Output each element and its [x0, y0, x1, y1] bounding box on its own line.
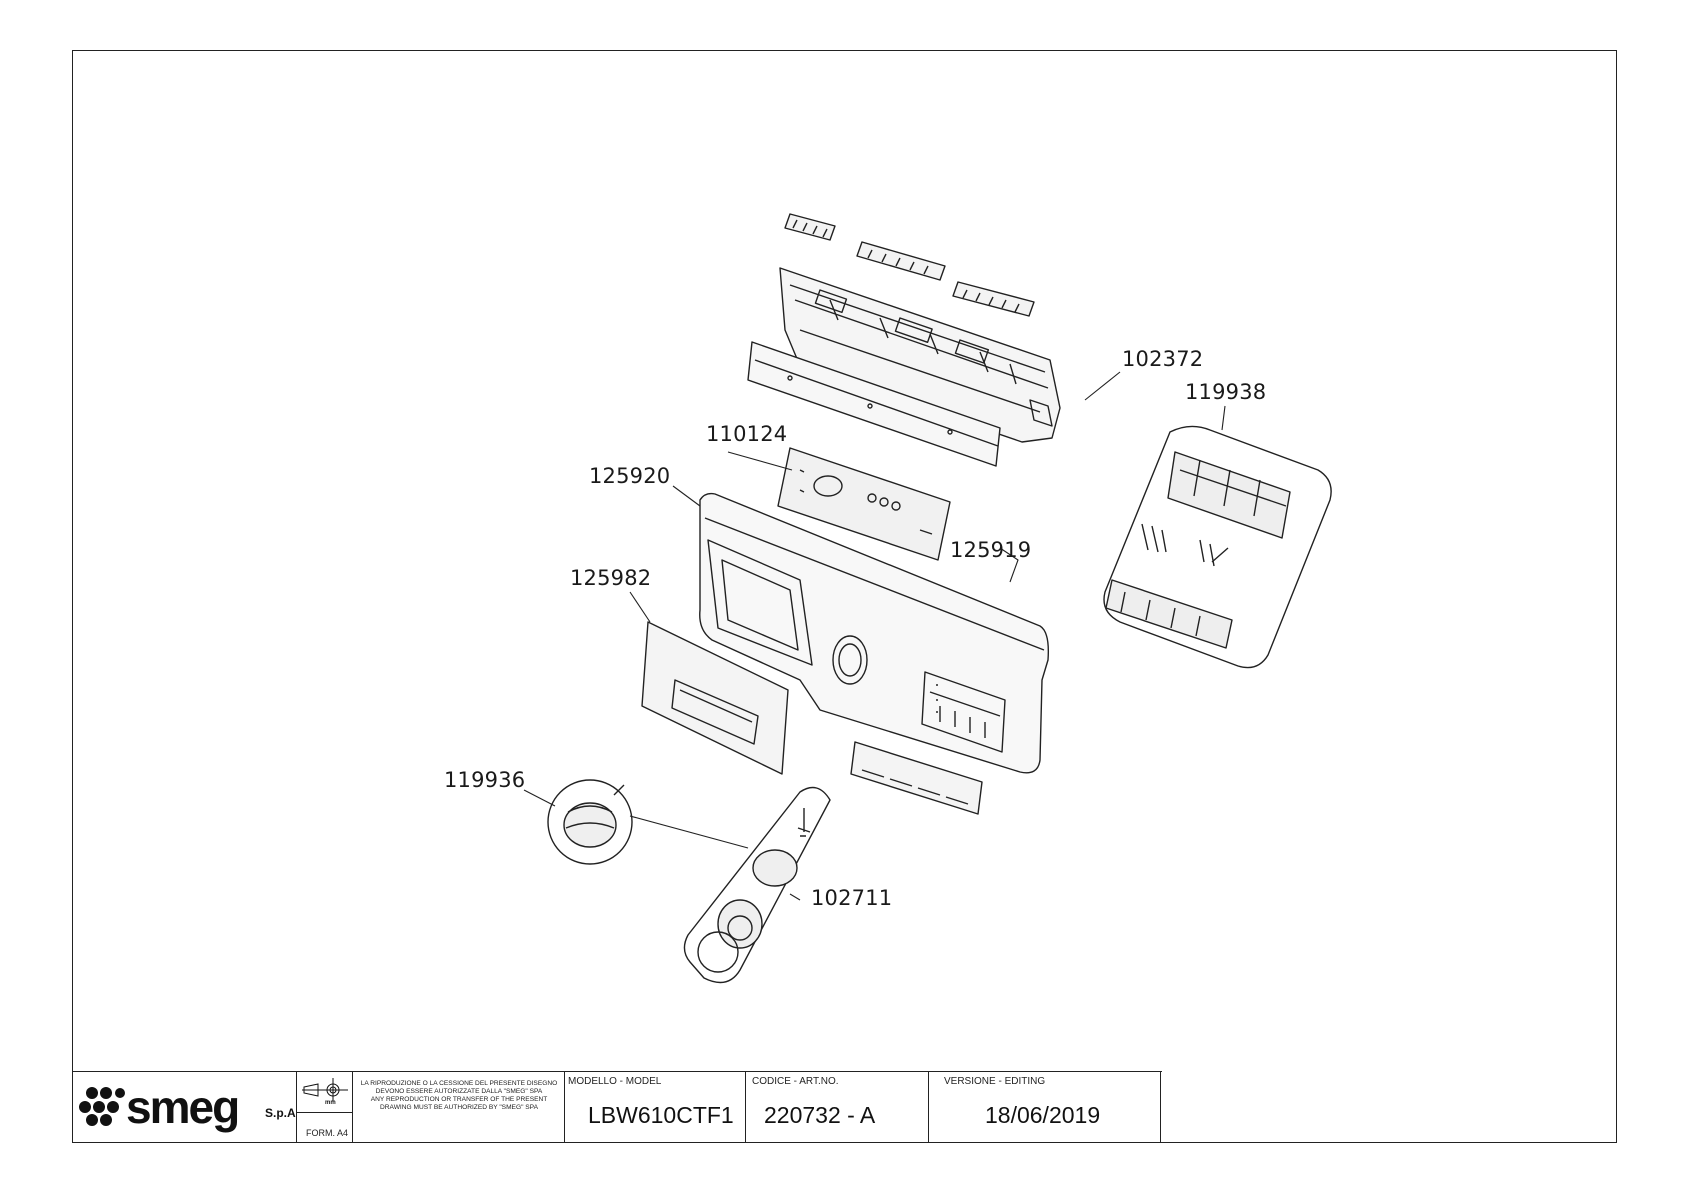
support-frame-102372 [779, 267, 1061, 443]
key-strip-lower [850, 741, 983, 815]
knob-assembly-102711 [683, 786, 831, 984]
part-label-102711: 102711 [811, 886, 893, 910]
model-caption: MODELLO - MODEL [568, 1076, 662, 1087]
key-strip-top-right [952, 281, 1035, 317]
part-label-125919: 125919 [950, 538, 1032, 562]
part-label-125982: 125982 [570, 566, 652, 590]
form-size: FORM. A4 [306, 1128, 349, 1138]
code-caption: CODICE - ART.NO. [752, 1076, 839, 1087]
display-panel-110124 [777, 447, 951, 561]
drawing-frame [72, 50, 1617, 1143]
smeg-logo-dots [79, 1087, 125, 1126]
front-panel-125920 [699, 492, 1050, 774]
unit-label: mm [325, 1100, 336, 1106]
version-caption: VERSIONE - EDITING [944, 1076, 1046, 1087]
key-strip-top-middle [856, 241, 946, 281]
code-value: 220732 - A [764, 1102, 876, 1128]
part-label-102372: 102372 [1122, 347, 1204, 371]
legal-notice: LA RIPRODUZIONE O LA CESSIONE DEL PRESEN… [356, 1080, 562, 1112]
drawer-front-125982 [641, 621, 789, 775]
button-module-119938 [1103, 425, 1332, 669]
version-value: 18/06/2019 [985, 1102, 1101, 1128]
key-strip-top-left [784, 213, 836, 241]
title-block [72, 1071, 1162, 1142]
knob-119936 [547, 779, 633, 865]
company-suffix: S.p.A [265, 1106, 296, 1120]
pcb-strip-125919 [747, 341, 1001, 467]
legal-notice-en: ANY REPRODUCTION OR TRANSFER OF THE PRES… [370, 1096, 548, 1111]
part-label-119936: 119936 [444, 768, 526, 792]
part-label-119938: 119938 [1185, 380, 1267, 404]
leader-lines [523, 371, 1226, 901]
part-label-125920: 125920 [589, 464, 671, 488]
model-value: LBW610CTF1 [588, 1102, 734, 1128]
smeg-logo-wordmark: smeg [126, 1081, 240, 1133]
projection-symbol-icon [302, 1078, 348, 1102]
part-label-110124: 110124 [706, 422, 788, 446]
legal-notice-it: LA RIPRODUZIONE O LA CESSIONE DEL PRESEN… [360, 1080, 558, 1095]
